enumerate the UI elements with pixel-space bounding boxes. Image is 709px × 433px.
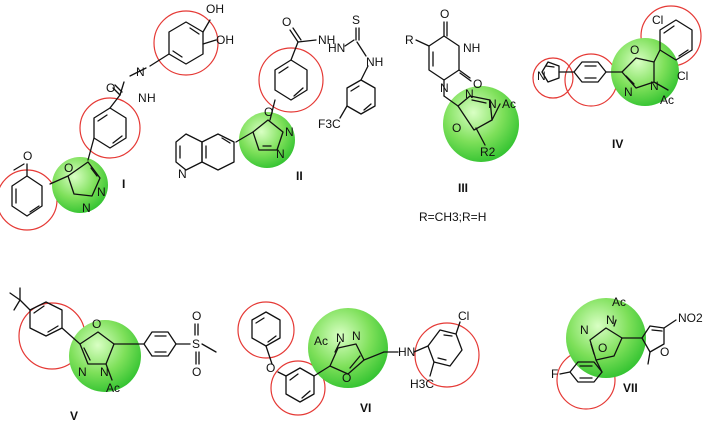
atom-O-oxadiazole-I: O bbox=[64, 161, 73, 175]
highlight-ring-benzene-II bbox=[258, 47, 324, 113]
compound-I-structure: OH OH N N H O O N N O I bbox=[0, 2, 234, 231]
atom-F-VII: F bbox=[551, 367, 558, 381]
atom-HN-II: HN bbox=[328, 41, 345, 55]
highlight-ring-phenoxy bbox=[237, 301, 295, 359]
atom-O-oxadiazoline-V: O bbox=[92, 317, 101, 331]
atom-N-quinoline: N bbox=[178, 167, 187, 181]
atom-R-III: R bbox=[405, 33, 414, 47]
atom-F3C-II: F3C bbox=[318, 117, 341, 131]
atom-Cl-upper: Cl bbox=[652, 13, 663, 27]
atom-N-hydrazone-2: N bbox=[138, 91, 147, 105]
atom-Cl-VI: Cl bbox=[458, 309, 469, 323]
compound-label-IV: IV bbox=[612, 137, 623, 151]
atom-H3C-VI: H3C bbox=[410, 377, 434, 391]
atom-O-lower-III: O bbox=[473, 77, 482, 91]
compound-II-structure: O NH HN S NH F3C O N N N II bbox=[175, 13, 383, 183]
compound-V-structure: O N N Ac S O O V bbox=[9, 287, 217, 423]
atom-N-oxadiazoline-IV-a: N bbox=[624, 85, 633, 99]
highlight-ring-chloroaniline bbox=[414, 322, 480, 388]
atom-O-carbonyl-I: O bbox=[106, 81, 115, 95]
atom-O-oxadiazoline-IV: O bbox=[630, 43, 639, 57]
atom-N-pyrrole: N bbox=[537, 69, 546, 83]
atom-O-oxadiazoline-VII: O bbox=[598, 341, 607, 355]
atom-N-oxadiazoline-VI-a: N bbox=[336, 331, 345, 345]
oxadiazoline-highlight-IV bbox=[611, 38, 679, 106]
highlight-ring-benzene-I bbox=[79, 97, 141, 159]
highlight-ring-pyrrole bbox=[532, 57, 574, 99]
atom-N-oxadiazoline-V-b: N bbox=[100, 365, 109, 379]
compound-label-VI: VI bbox=[360, 401, 371, 415]
atom-N-oxadiazoline-III-a: N bbox=[465, 87, 474, 101]
atom-S-II: S bbox=[352, 13, 360, 27]
atom-OH-lower: OH bbox=[216, 33, 234, 47]
atom-O-sulfonyl-V-lower: O bbox=[192, 365, 201, 379]
atom-N-oxadiazole-I-b: N bbox=[82, 201, 91, 215]
atom-NH-aryl-II: NH bbox=[366, 55, 383, 69]
atom-O-methoxy: O bbox=[23, 149, 32, 163]
atom-Ac-VI: Ac bbox=[314, 334, 328, 348]
compound-VII-structure: F O N N Ac O NO2 VII bbox=[551, 295, 703, 410]
atom-Ac-VII: Ac bbox=[612, 295, 626, 309]
atom-OH-upper: OH bbox=[206, 2, 224, 16]
atom-S-V: S bbox=[192, 337, 200, 351]
atom-O-carbonyl-II: O bbox=[282, 15, 291, 29]
atom-N-hydrazone-1: N bbox=[136, 65, 145, 79]
atom-Ac-IV: Ac bbox=[660, 93, 674, 107]
atom-H-hydrazone: H bbox=[147, 91, 156, 105]
atom-N-oxadiazoline-IV-b: N bbox=[650, 79, 659, 93]
atom-N-oxadiazole-I-a: N bbox=[97, 185, 106, 199]
atom-O-oxadiazoline-VI: O bbox=[342, 371, 351, 385]
atom-Cl-lower: Cl bbox=[677, 69, 688, 83]
atom-N-oxadiazoline-VI-b: N bbox=[352, 329, 361, 343]
compound-label-II: II bbox=[296, 169, 303, 183]
oxadiazole-highlight-II bbox=[239, 112, 295, 168]
atom-Ac-III: Ac bbox=[502, 97, 516, 111]
highlight-ring-anisole bbox=[0, 169, 58, 231]
compound-VI-structure: O Ac N N O HN Cl H3C VI bbox=[237, 301, 480, 416]
atom-O-ether-VI: O bbox=[266, 361, 275, 375]
atom-NH-II: NH bbox=[318, 33, 335, 47]
atom-N-oxadiazoline-V-a: N bbox=[78, 365, 87, 379]
atom-O-oxadiazoline-III: O bbox=[452, 121, 461, 135]
atom-R2-III: R2 bbox=[480, 145, 496, 159]
atom-O-sulfonyl-V-upper: O bbox=[192, 309, 201, 323]
atom-Ac-V: Ac bbox=[106, 381, 120, 395]
compound-label-III: III bbox=[458, 181, 468, 195]
highlight-ring-benzene-VI bbox=[270, 360, 326, 416]
atom-O-oxadiazole-II: O bbox=[264, 105, 273, 119]
substituent-note: R=CH3;R=H bbox=[419, 210, 486, 224]
compound-label-V: V bbox=[70, 409, 78, 423]
oxadiazoline-highlight-VII bbox=[566, 298, 646, 378]
atom-N-oxadiazoline-VII-a: N bbox=[580, 323, 589, 337]
atom-NH-III: NH bbox=[463, 41, 480, 55]
atom-N-pyrimidine-III: N bbox=[440, 81, 449, 95]
atom-HN-VI: HN bbox=[398, 345, 415, 359]
compound-IV-structure: N O N N Ac Cl Cl IV bbox=[532, 5, 702, 151]
highlight-ring-catechol bbox=[153, 10, 219, 76]
atom-N-oxadiazoline-VII-b: N bbox=[606, 313, 615, 327]
compound-label-VII: VII bbox=[623, 381, 638, 395]
atom-O-furan-VII: O bbox=[660, 345, 669, 359]
atom-N-oxadiazole-II-b: N bbox=[276, 147, 285, 161]
atom-NO2-VII: NO2 bbox=[678, 311, 703, 325]
atom-O-upper-III: O bbox=[440, 7, 449, 21]
atom-N-oxadiazoline-III-b: N bbox=[488, 97, 497, 111]
oxadiazoline-highlight-V bbox=[69, 320, 141, 392]
compound-III-structure: O NH O R N N N Ac O R2 III R=CH3;R=H bbox=[405, 7, 519, 224]
atom-N-oxadiazole-II-a: N bbox=[285, 125, 294, 139]
compound-label-I: I bbox=[122, 177, 125, 191]
